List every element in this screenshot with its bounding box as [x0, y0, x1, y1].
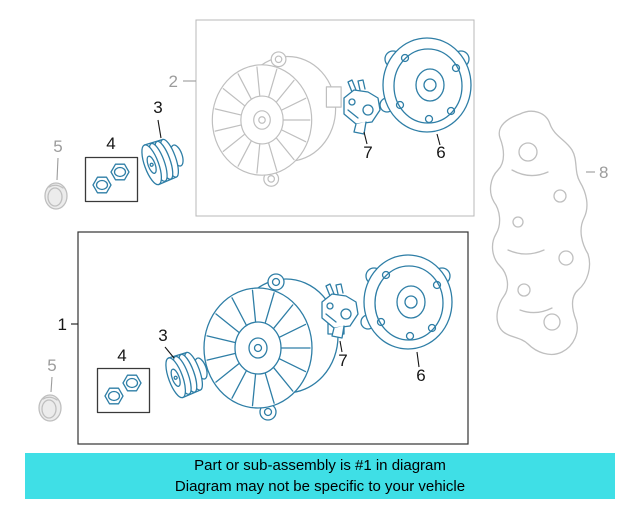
callout-4[interactable]: 4	[117, 346, 126, 365]
leader-line	[416, 351, 420, 368]
leader-line	[363, 131, 368, 145]
part-rear-cover[interactable]	[360, 254, 453, 350]
part-rear-cover-top[interactable]	[379, 37, 472, 133]
part-alternator[interactable]	[203, 273, 345, 421]
part-regulator-top[interactable]	[343, 79, 381, 135]
leader-line	[164, 346, 175, 359]
parts-diagram-canvas: 2 7 6 5 4 3 8 1 3 4 7 6 5	[38, 19, 608, 445]
callout-7-top[interactable]: 7	[363, 143, 372, 162]
sub-assembly-box	[195, 19, 475, 217]
leader-line	[56, 157, 59, 181]
leader-line	[50, 376, 53, 393]
callout-6[interactable]: 6	[416, 366, 425, 385]
callout-2[interactable]: 2	[169, 72, 178, 91]
part-nut-kit-top[interactable]	[84, 156, 139, 203]
leader-line	[339, 340, 343, 353]
callout-3-top[interactable]: 3	[153, 98, 162, 117]
part-washer[interactable]	[38, 394, 62, 422]
banner-line-2: Diagram may not be specific to your vehi…	[174, 478, 466, 495]
info-banner: Part or sub-assembly is #1 in diagram Di…	[25, 453, 615, 499]
callout-7[interactable]: 7	[338, 351, 347, 370]
part-pulley-top[interactable]	[137, 133, 190, 188]
callout-8[interactable]: 8	[599, 163, 608, 182]
callout-1[interactable]: 1	[58, 315, 67, 334]
main-assembly-box	[77, 231, 469, 445]
part-alternator-muted[interactable]	[211, 51, 342, 187]
part-mount-bracket[interactable]	[489, 110, 591, 356]
callout-6-top[interactable]: 6	[436, 143, 445, 162]
part-nut-kit[interactable]	[96, 367, 151, 414]
leader-line	[436, 133, 441, 146]
leader-line	[157, 119, 162, 139]
callout-5-top[interactable]: 5	[53, 137, 62, 156]
banner-line-1: Part or sub-assembly is #1 in diagram	[194, 457, 446, 474]
part-washer-top[interactable]	[44, 182, 68, 210]
callout-3[interactable]: 3	[158, 326, 167, 345]
callout-4-top[interactable]: 4	[106, 134, 115, 153]
callout-5[interactable]: 5	[47, 356, 56, 375]
